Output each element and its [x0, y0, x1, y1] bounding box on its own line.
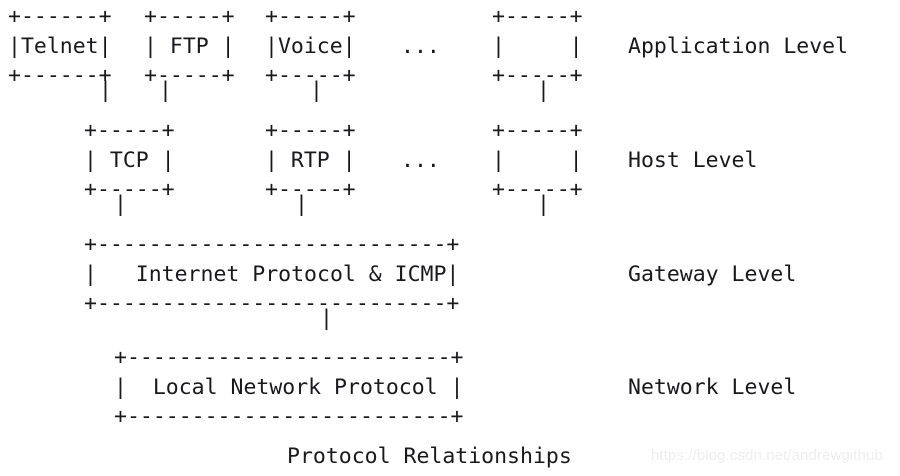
- level-label-network: Network Level: [628, 374, 797, 400]
- diagram-caption: Protocol Relationships: [287, 444, 572, 469]
- box-rtp: +-----+ | RTP | +-----+: [265, 118, 356, 203]
- level-label-application: Application Level: [628, 33, 849, 59]
- box-internet-protocol: +---------------------------+ | Internet…: [84, 232, 460, 317]
- host-ellipsis: ...: [401, 147, 440, 173]
- box-telnet: +------+ |Telnet| +------+: [8, 4, 112, 89]
- connector-host-other-ip: |: [537, 192, 550, 217]
- connector-telnet-tcp: |: [99, 78, 112, 103]
- watermark: https://blog.csdn.net/andrewgithub: [651, 447, 883, 464]
- box-tcp: +-----+ | TCP | +-----+: [84, 118, 175, 203]
- level-label-host: Host Level: [628, 147, 758, 173]
- connector-voice-rtp: |: [310, 78, 323, 103]
- box-ftp: +-----+ | FTP | +-----+: [144, 4, 235, 89]
- connector-app-other-host-other: |: [537, 78, 550, 103]
- connector-ftp-tcp: |: [159, 78, 172, 103]
- box-local-network-protocol: +-------------------------+ | Local Netw…: [114, 345, 464, 430]
- app-ellipsis: ...: [401, 33, 440, 59]
- connector-tcp-ip: |: [114, 192, 127, 217]
- box-host-other: +-----+ | | +-----+: [492, 118, 583, 203]
- box-app-other: +-----+ | | +-----+: [492, 4, 583, 89]
- box-voice: +-----+ |Voice| +-----+: [265, 4, 356, 89]
- connector-rtp-ip: |: [295, 192, 308, 217]
- connector-ip-network: |: [320, 306, 333, 331]
- level-label-gateway: Gateway Level: [628, 261, 797, 287]
